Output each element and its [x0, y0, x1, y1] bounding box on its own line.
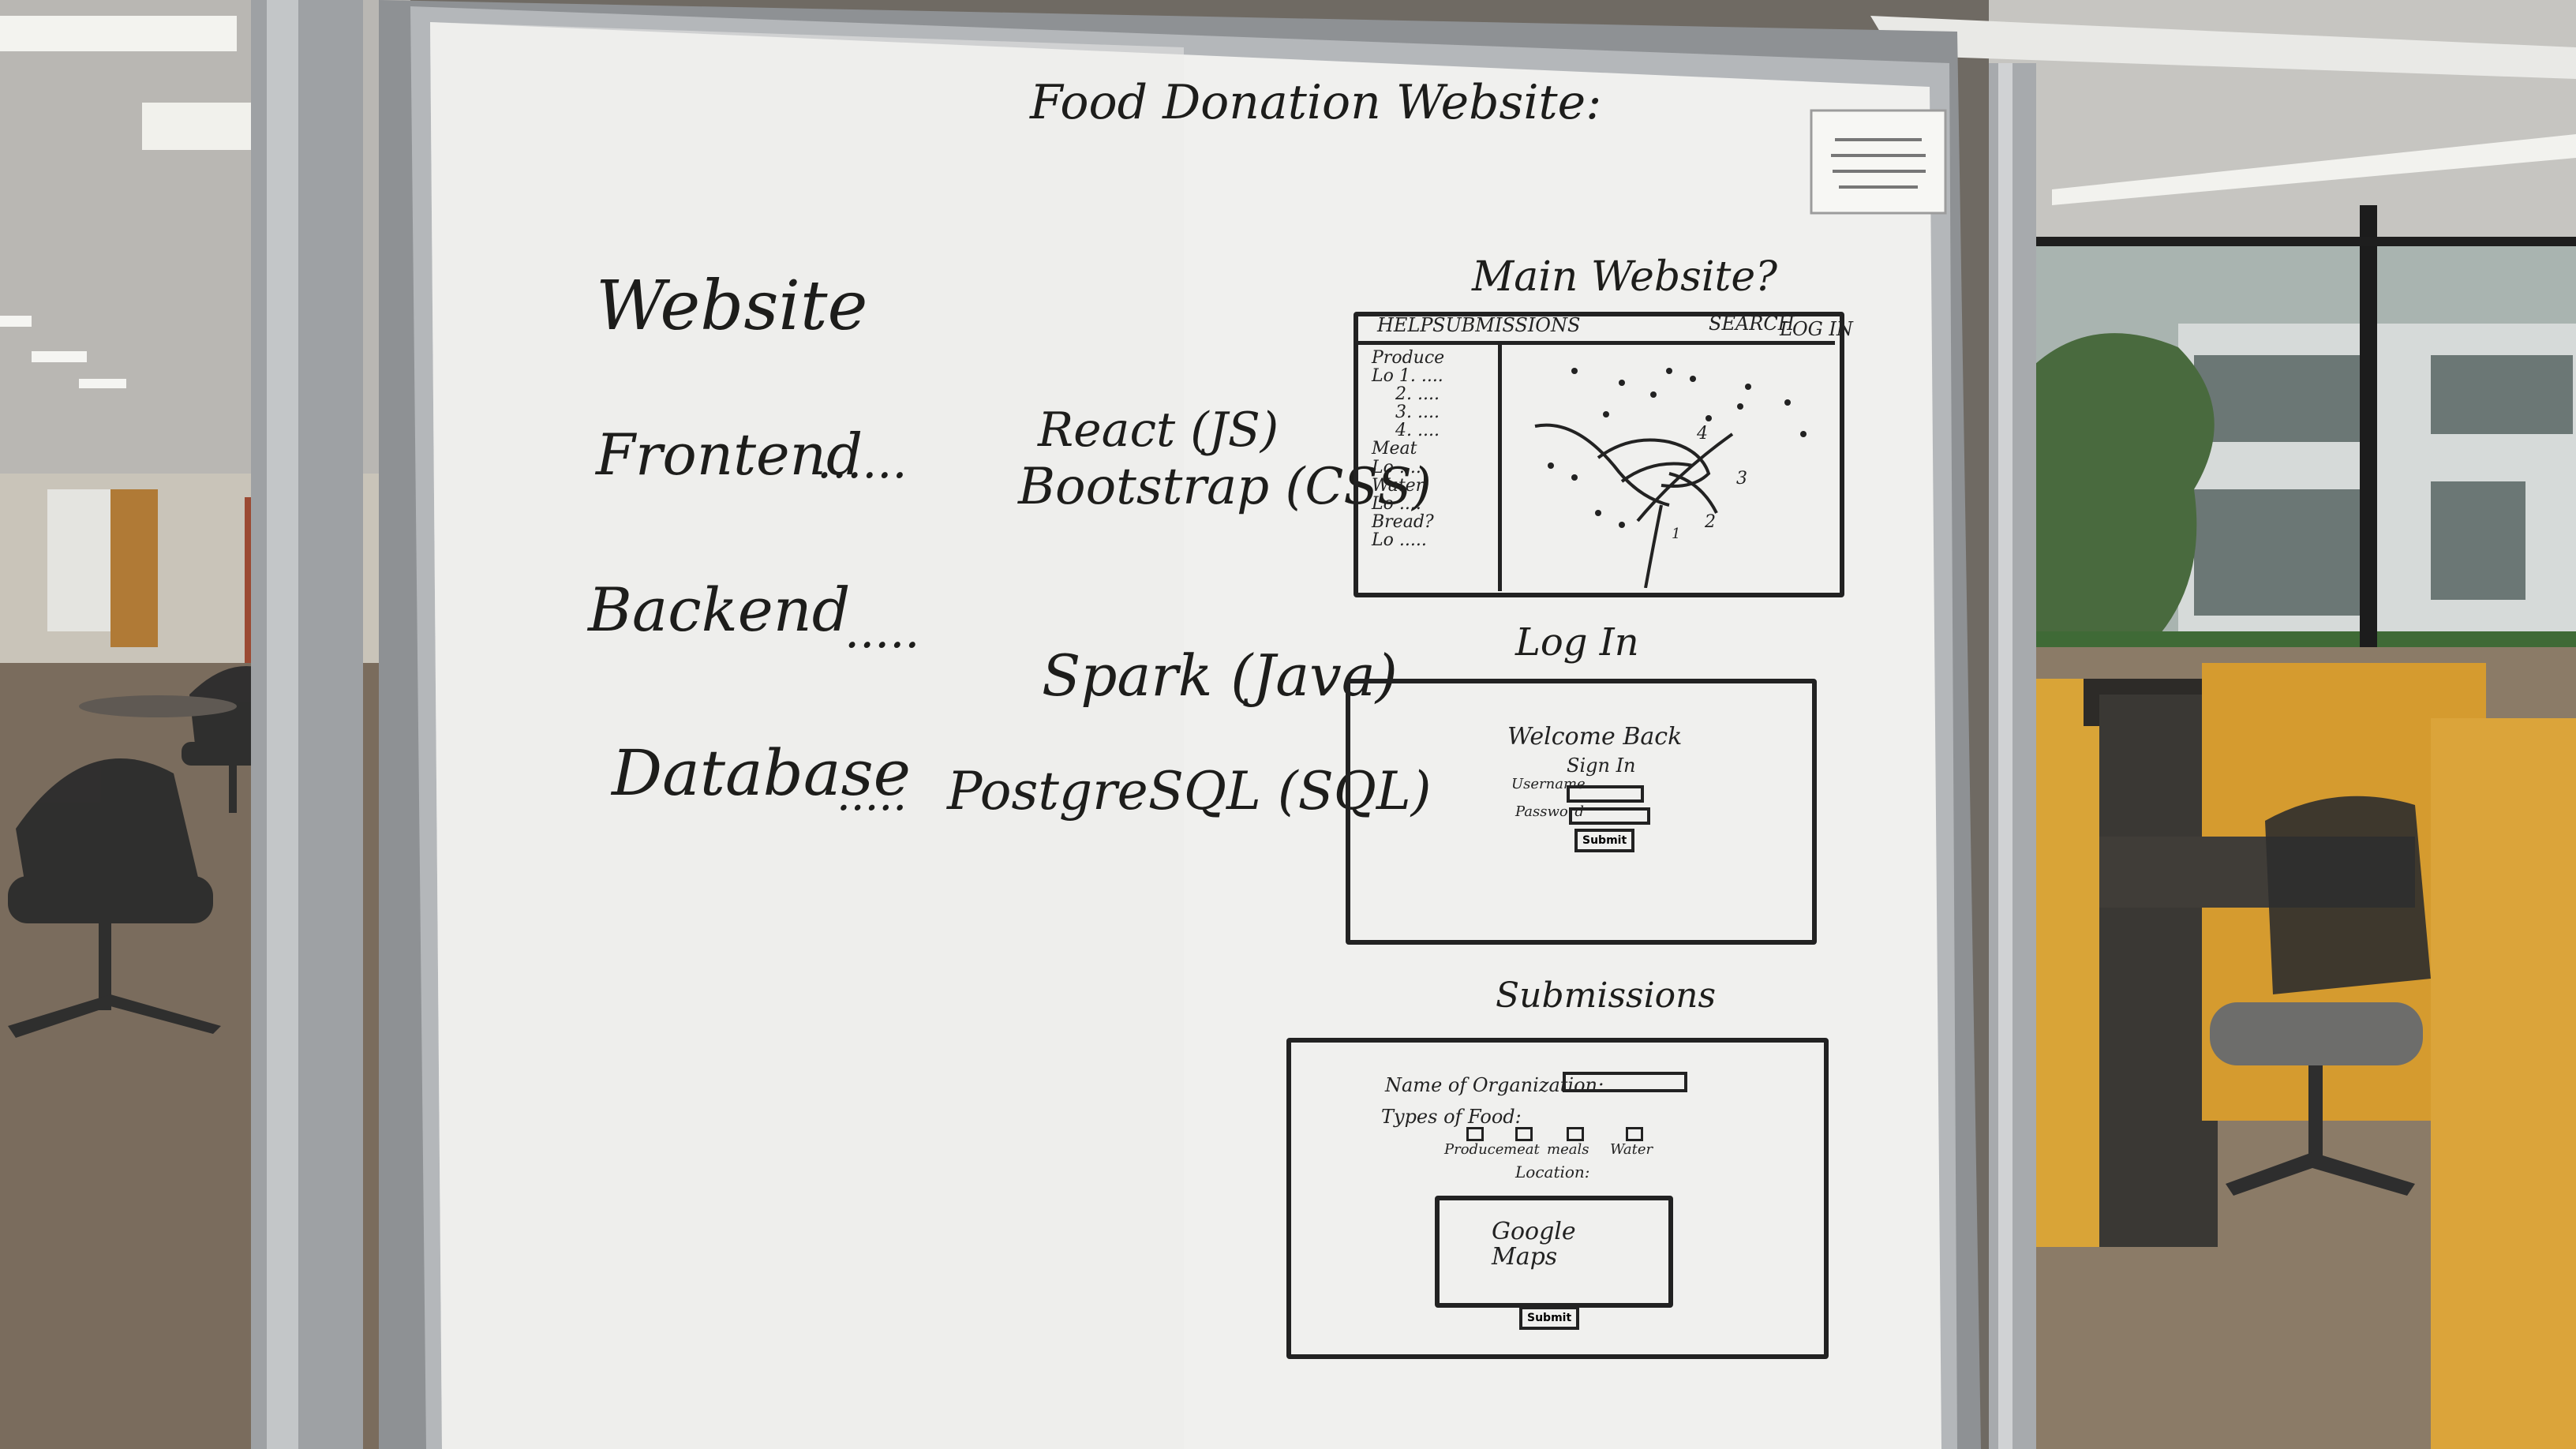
sidebar-item: 4. .... — [1395, 421, 1440, 441]
food-type-produce: Produce — [1444, 1141, 1504, 1158]
sidebar-item: 3. .... — [1395, 402, 1440, 423]
food-checkbox — [1626, 1127, 1643, 1141]
nav-help: HELP — [1377, 314, 1433, 336]
food-checkbox — [1567, 1127, 1584, 1141]
sidebar-item: Water — [1372, 475, 1425, 496]
main-sketch-sidebar-divider — [1498, 345, 1502, 591]
food-type-meat: meat — [1503, 1141, 1540, 1158]
main-sketch-title: Main Website? — [1472, 253, 1778, 301]
sidebar-item: 2. .... — [1395, 384, 1440, 405]
database-dots: ..... — [837, 769, 908, 821]
submissions-location-label: Location: — [1515, 1163, 1590, 1181]
submissions-org-field — [1563, 1072, 1687, 1092]
food-type-water: Water — [1610, 1141, 1653, 1158]
sidebar-item: Lo .... — [1372, 493, 1421, 514]
login-username-field — [1567, 785, 1644, 803]
map-marker-1: 1 — [1672, 526, 1681, 542]
sidebar-item: Produce — [1372, 348, 1445, 368]
food-checkbox — [1515, 1127, 1533, 1141]
login-submit-button: Submit — [1574, 829, 1635, 852]
sidebar-item: Lo 1. .... — [1372, 366, 1443, 387]
login-sketch-title: Log In — [1515, 620, 1639, 665]
backend-label: Backend — [588, 575, 851, 645]
map-marker-4: 4 — [1697, 424, 1708, 444]
website-heading: Website — [596, 267, 868, 346]
main-sketch-frame — [1354, 312, 1844, 597]
frontend-dots: ...... — [817, 434, 908, 489]
nav-login: LOG IN — [1780, 318, 1853, 340]
food-checkbox — [1466, 1127, 1484, 1141]
database-tech: PostgreSQL (SQL) — [947, 761, 1432, 822]
database-label: Database — [612, 736, 911, 810]
backend-tech: Spark (Java) — [1042, 642, 1398, 709]
submissions-submit-button: Submit — [1519, 1306, 1580, 1330]
submissions-map-frame — [1435, 1196, 1673, 1308]
submissions-sketch-title: Submissions — [1496, 975, 1717, 1016]
submissions-sketch-frame — [1286, 1038, 1829, 1359]
main-sketch-sidebar: Produce Lo 1. .... 2. .... 3. .... 4. ..… — [1372, 349, 1498, 549]
main-sketch-map — [1534, 368, 1807, 588]
frontend-tech-react: React (JS) — [1038, 402, 1279, 458]
sidebar-item: Lo .... — [1372, 457, 1421, 477]
login-welcome: Welcome Back — [1507, 723, 1683, 751]
sidebar-item: Meat — [1372, 439, 1417, 459]
submissions-food-label: Types of Food: — [1381, 1106, 1522, 1128]
map-marker-3: 3 — [1736, 469, 1747, 489]
login-signin: Sign In — [1567, 754, 1636, 777]
login-sketch-frame — [1346, 679, 1817, 945]
main-sketch-navbar-line — [1357, 341, 1835, 345]
nav-search: SEARCH — [1709, 313, 1795, 335]
frontend-tech-bootstrap: Bootstrap (CSS) — [1018, 458, 1432, 516]
map-marker-2: 2 — [1705, 512, 1716, 532]
sidebar-item: Bread? — [1372, 511, 1434, 532]
food-type-meals: meals — [1547, 1141, 1589, 1158]
frontend-label: Frontend — [596, 421, 863, 488]
login-password-field — [1569, 807, 1650, 825]
nav-submissions: SUBMISSIONS — [1432, 314, 1581, 336]
submissions-map-text: Google Maps — [1492, 1218, 1576, 1271]
sidebar-item: Lo ..... — [1372, 530, 1427, 550]
backend-dots: ..... — [844, 604, 920, 659]
login-password-label: Password — [1515, 803, 1584, 820]
board-title: Food Donation Website: — [1030, 75, 1602, 130]
